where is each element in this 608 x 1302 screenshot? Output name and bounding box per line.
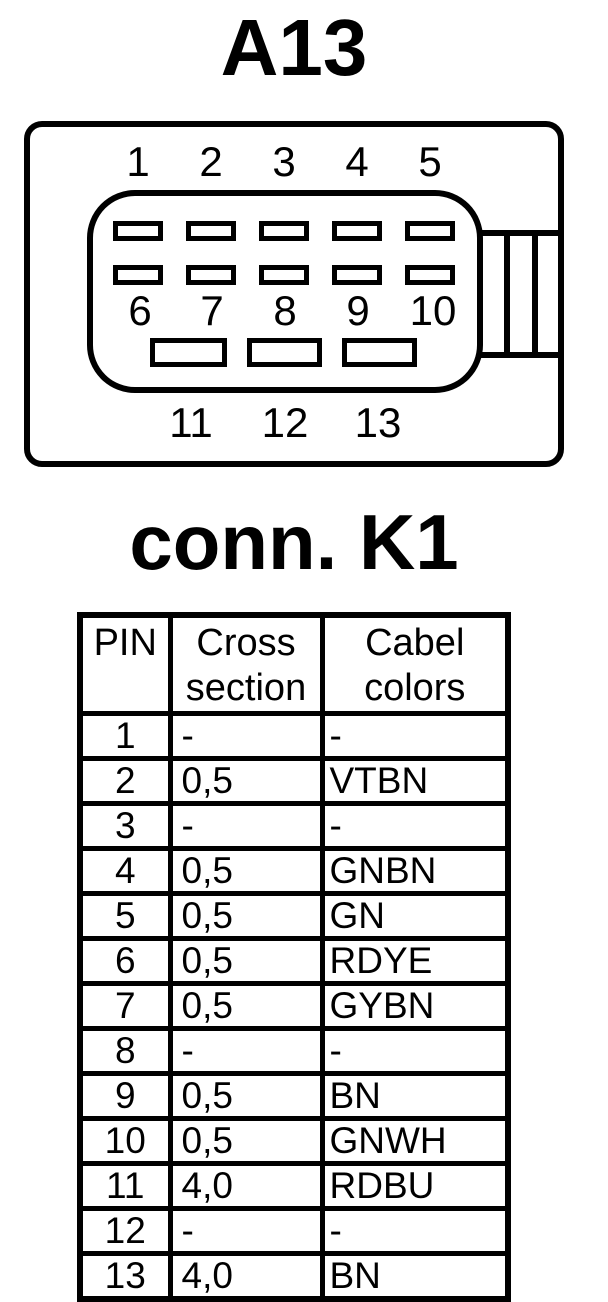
cell-cross-section: 0,5	[167, 1071, 325, 1121]
pin-slot-13	[342, 338, 417, 367]
cell-cross-section: 4,0	[167, 1161, 325, 1211]
cell-cable-color: -	[319, 711, 511, 761]
pin-slot-7	[186, 265, 236, 285]
cell-cross-section: 0,5	[167, 756, 325, 806]
cell-cable-color: BN	[319, 1251, 511, 1302]
cell-pin: 12	[77, 1206, 173, 1256]
cell-pin: 3	[77, 801, 173, 851]
header-cabel-colors: Cabel colors	[319, 612, 511, 716]
cell-cable-color: VTBN	[319, 756, 511, 806]
pin-label-8: 8	[273, 287, 297, 334]
pin-label-12: 12	[261, 399, 309, 446]
pin-label-13: 13	[354, 399, 402, 446]
cell-pin: 11	[77, 1161, 173, 1211]
pin-slot-3	[259, 221, 309, 241]
cell-cross-section: 0,5	[167, 936, 325, 986]
header-line: PIN	[93, 622, 157, 664]
cell-cross-section: -	[167, 801, 325, 851]
pin-label-2: 2	[199, 138, 223, 185]
cell-cross-section: 0,5	[167, 1116, 325, 1166]
cell-cross-section: 4,0	[167, 1251, 325, 1302]
header-line: Cabel	[365, 622, 465, 664]
pin-label-4: 4	[345, 138, 369, 185]
cell-cable-color: RDYE	[319, 936, 511, 986]
pin-label-6: 6	[128, 287, 152, 334]
cell-cable-color: GN	[319, 891, 511, 941]
header-line: colors	[364, 667, 466, 709]
connector-title: A13	[220, 3, 368, 92]
cell-pin: 13	[77, 1251, 173, 1302]
pin-slot-8	[259, 265, 309, 285]
table-row: 1--	[77, 711, 511, 761]
latch-rib-line	[532, 236, 538, 352]
table-row: 8--	[77, 1026, 511, 1076]
pin-slot-5	[405, 221, 455, 241]
pin-label-7: 7	[200, 287, 224, 334]
cell-cross-section: -	[167, 1206, 325, 1256]
pin-slot-4	[332, 221, 382, 241]
cell-cross-section: 0,5	[167, 846, 325, 896]
cell-cross-section: -	[167, 711, 325, 761]
cell-cable-color: -	[319, 1206, 511, 1256]
pin-label-1: 1	[126, 138, 150, 185]
cell-pin: 8	[77, 1026, 173, 1076]
pin-slot-6	[113, 265, 163, 285]
pin-label-5: 5	[418, 138, 442, 185]
cell-pin: 7	[77, 981, 173, 1031]
cell-cable-color: GYBN	[319, 981, 511, 1031]
cell-cable-color: GNBN	[319, 846, 511, 896]
cell-cable-color: GNWH	[319, 1116, 511, 1166]
pin-slot-11	[150, 338, 227, 367]
connector-latch	[477, 230, 558, 358]
cell-pin: 5	[77, 891, 173, 941]
pin-slot-2	[186, 221, 236, 241]
latch-rib-line	[504, 236, 510, 352]
header-pin: PIN	[77, 612, 173, 716]
header-line: section	[185, 667, 307, 709]
pin-slot-1	[113, 221, 163, 241]
cell-cross-section: -	[167, 1026, 325, 1076]
table-row: 3--	[77, 801, 511, 851]
table-header-row: PIN Cross section Cabel colors	[77, 612, 511, 716]
pin-label-9: 9	[346, 287, 370, 334]
pin-slot-12	[247, 338, 322, 367]
cell-pin: 9	[77, 1071, 173, 1121]
header-line: Cross	[196, 622, 296, 664]
pin-label-10: 10	[409, 287, 457, 334]
table-row: 12--	[77, 1206, 511, 1256]
cell-cable-color: -	[319, 801, 511, 851]
pin-label-3: 3	[272, 138, 296, 185]
cell-pin: 6	[77, 936, 173, 986]
header-cross-section: Cross section	[167, 612, 325, 716]
cell-pin: 10	[77, 1116, 173, 1166]
pin-slot-10	[405, 265, 455, 285]
cell-cross-section: 0,5	[167, 891, 325, 941]
cell-pin: 1	[77, 711, 173, 761]
pin-slot-9	[332, 265, 382, 285]
cell-cable-color: BN	[319, 1071, 511, 1121]
cell-pin: 4	[77, 846, 173, 896]
table-title: conn. K1	[129, 498, 459, 586]
cell-pin: 2	[77, 756, 173, 806]
pin-label-11: 11	[169, 399, 213, 446]
cell-cable-color: -	[319, 1026, 511, 1076]
cell-cross-section: 0,5	[167, 981, 325, 1031]
cell-cable-color: RDBU	[319, 1161, 511, 1211]
